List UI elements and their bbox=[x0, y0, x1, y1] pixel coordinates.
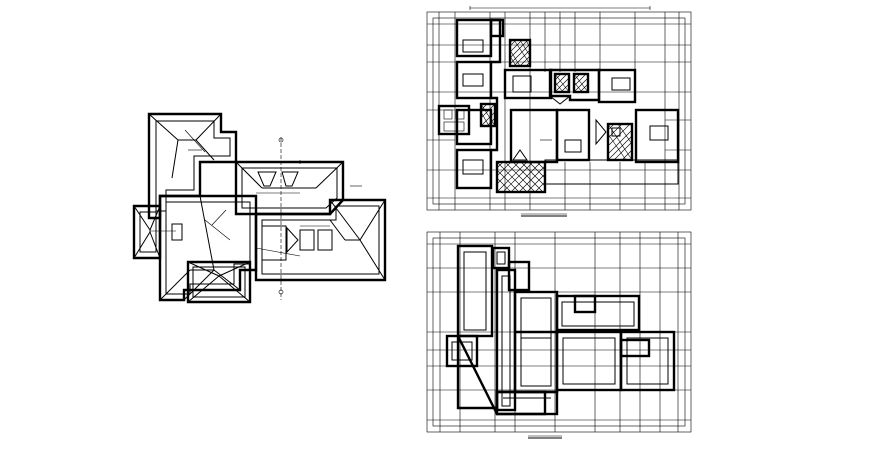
hatch-left-mid bbox=[479, 102, 497, 128]
hatch-bottom-entry bbox=[495, 160, 547, 194]
room-central-block bbox=[503, 68, 553, 100]
hatch-center-top bbox=[553, 72, 590, 94]
roof-plan bbox=[132, 112, 387, 304]
toilet-left bbox=[437, 104, 471, 136]
hatch-top-service bbox=[508, 38, 532, 68]
roof-right-wing bbox=[254, 198, 387, 282]
room-large-center bbox=[509, 108, 559, 164]
roof-left-wing-inner bbox=[155, 120, 231, 212]
hatch-right-wet bbox=[606, 122, 634, 162]
room-right bbox=[634, 108, 680, 164]
floor-plan-grid bbox=[427, 12, 691, 210]
room-upper-right bbox=[597, 68, 637, 104]
foundation-walls bbox=[445, 244, 676, 416]
floor-plan bbox=[426, 6, 692, 217]
room-left-2 bbox=[455, 60, 493, 100]
foundation-plan bbox=[426, 231, 692, 439]
room-upper-left bbox=[455, 18, 493, 58]
room-lower-left bbox=[455, 148, 493, 190]
